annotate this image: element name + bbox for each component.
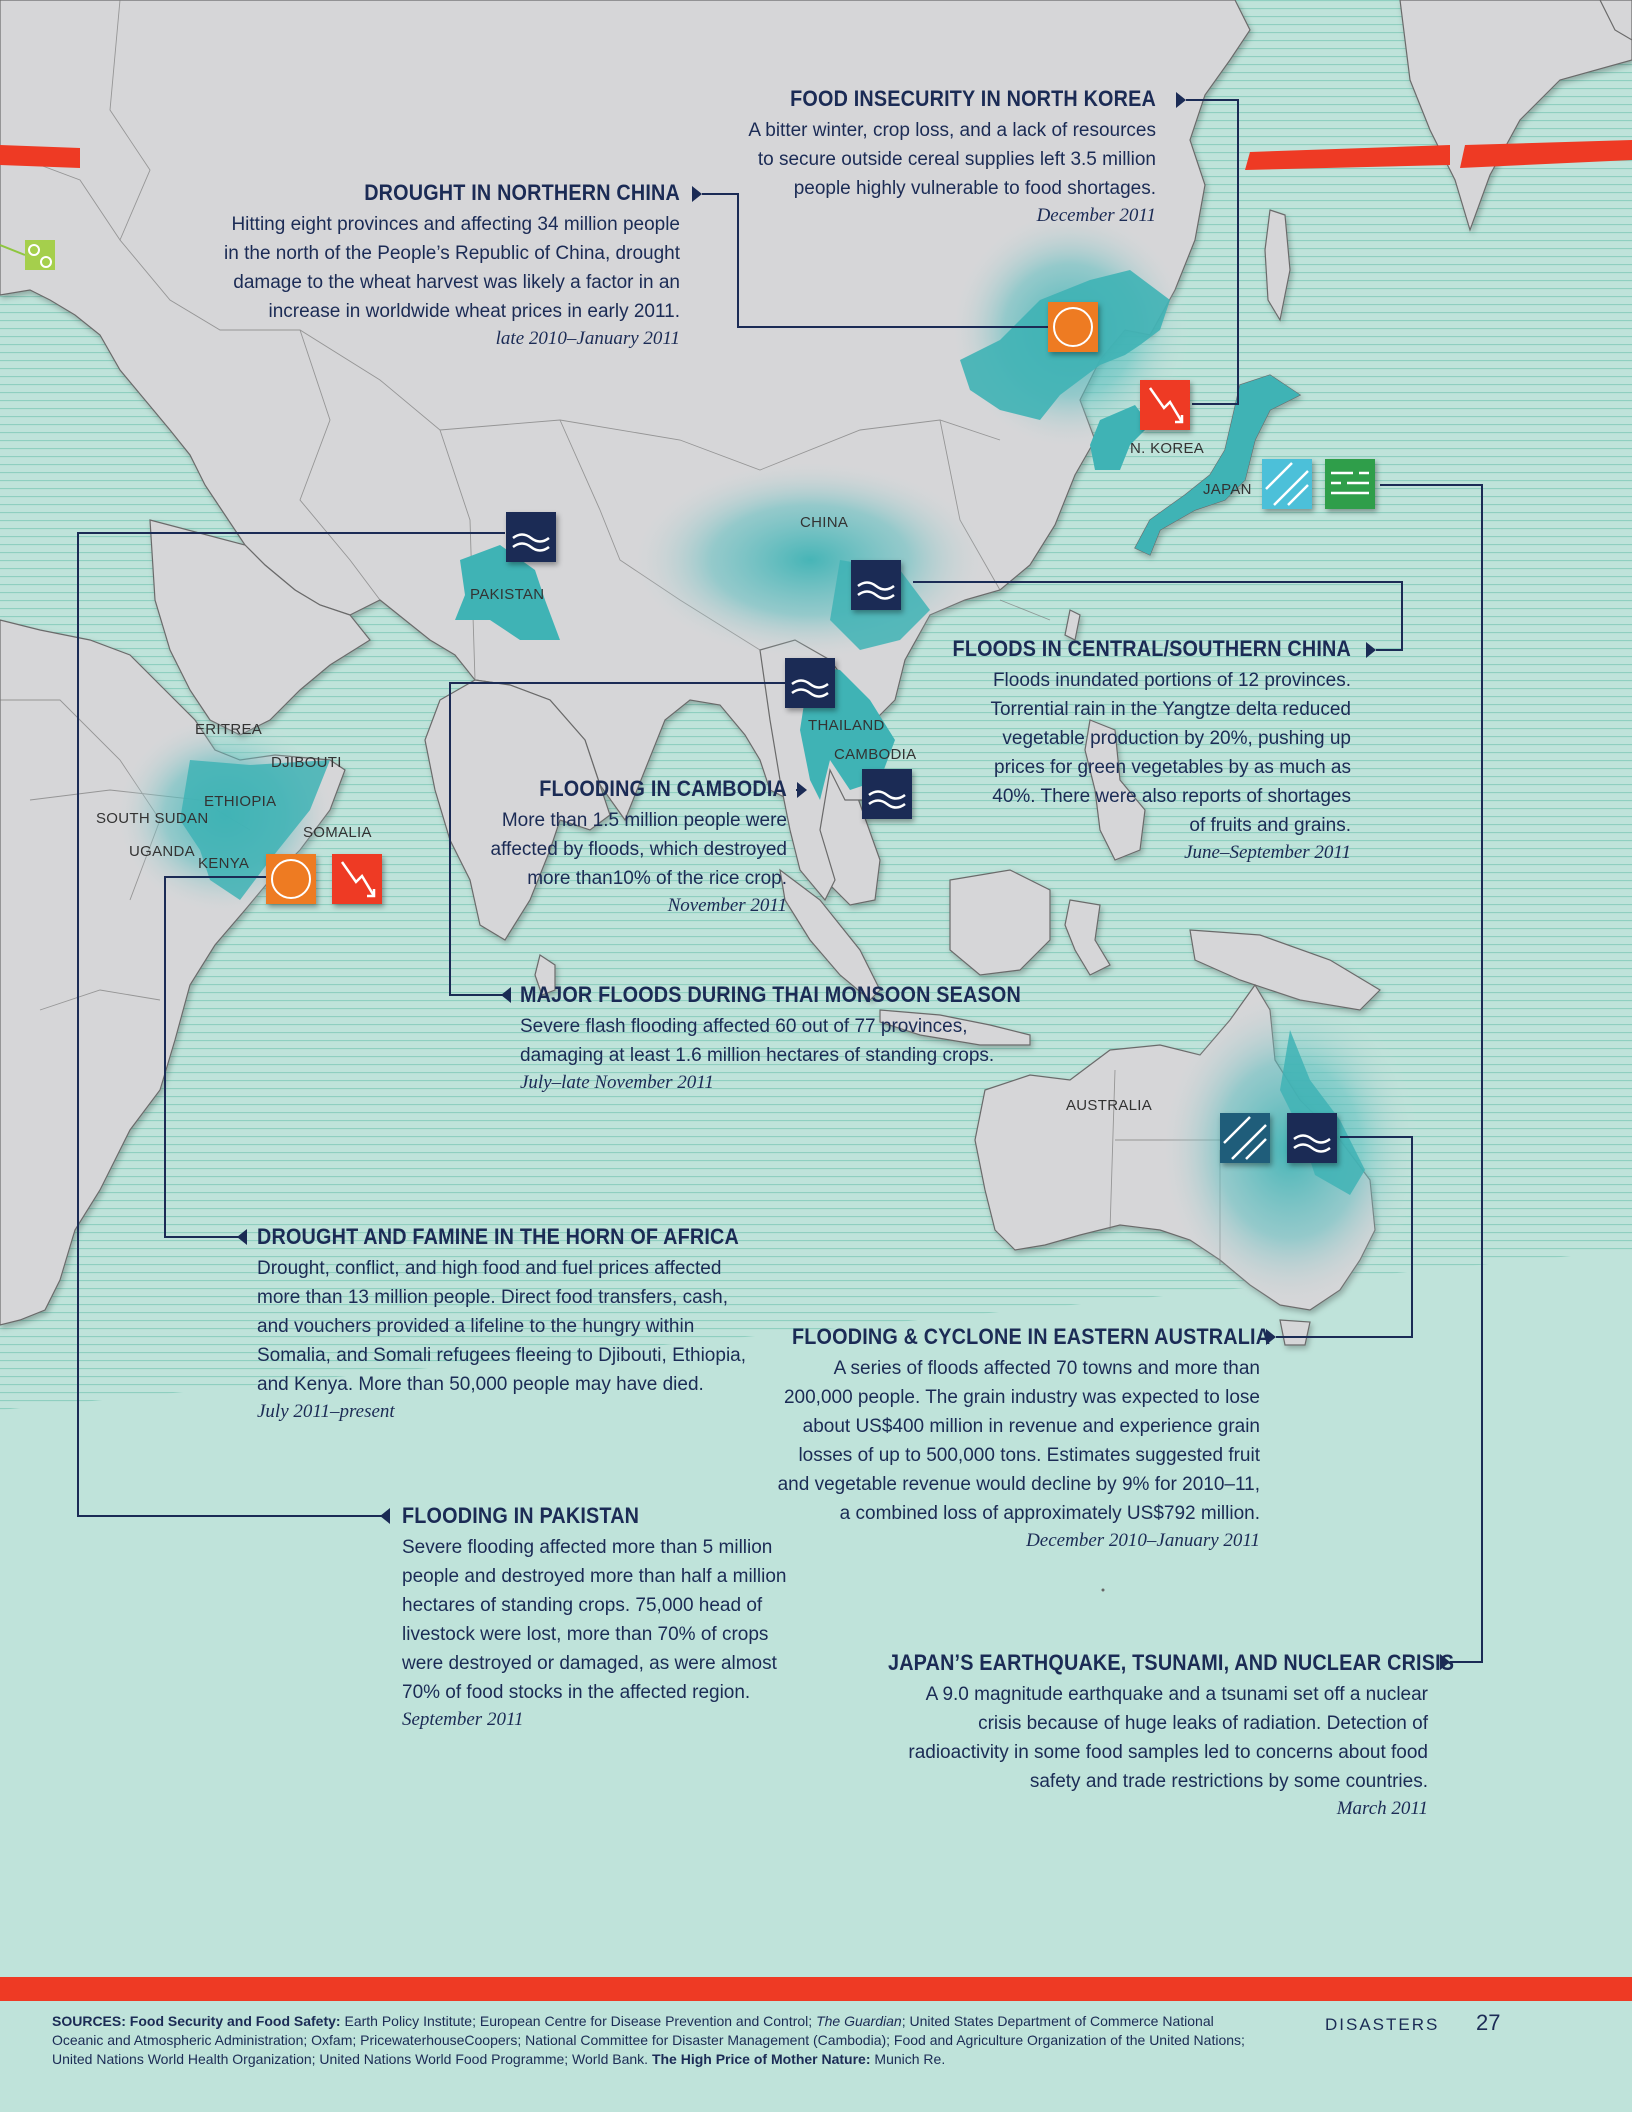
drought-icon-africa xyxy=(266,854,316,904)
kamchatka xyxy=(1399,0,1632,232)
pakistan-area xyxy=(455,545,560,640)
label-japan: JAPAN xyxy=(1203,481,1252,498)
callout-north-korea: FOOD INSECURITY IN NORTH KOREA A bitter … xyxy=(556,86,1156,227)
callout-cambodia: FLOODING IN CAMBODIA More than 1.5 milli… xyxy=(367,776,787,917)
callout-title: JAPAN’S EARTHQUAKE, TSUNAMI, AND NUCLEAR… xyxy=(888,1650,1455,1675)
drought-icon xyxy=(1048,302,1098,352)
horn-area xyxy=(180,760,330,900)
sources-text: SOURCES: Food Security and Food Safety: … xyxy=(52,2013,1245,2067)
tasmania xyxy=(1279,1319,1311,1346)
label-australia: AUSTRALIA xyxy=(1066,1097,1153,1114)
callout-australia: FLOODING & CYCLONE IN EASTERN AUSTRALIA … xyxy=(740,1324,1271,1552)
philippines xyxy=(1084,719,1146,861)
callout-northern-china: DROUGHT IN NORTHERN CHINA Hitting eight … xyxy=(120,180,680,350)
callout-title: DROUGHT AND FAMINE IN THE HORN OF AFRICA xyxy=(257,1224,740,1249)
callout-title: FOOD INSECURITY IN NORTH KOREA xyxy=(790,86,1156,111)
callout-date: December 2011 xyxy=(1036,205,1156,226)
flood-icon-cambodia xyxy=(862,769,912,819)
earthquake-icon xyxy=(1262,459,1312,509)
callout-date: March 2011 xyxy=(1336,1798,1428,1819)
callout-body: Severe flash flooding affected 60 out of… xyxy=(520,1016,995,1066)
callout-title: FLOODS IN CENTRAL/SOUTHERN CHINA xyxy=(952,636,1351,661)
callout-japan: JAPAN’S EARTHQUAKE, TSUNAMI, AND NUCLEAR… xyxy=(828,1650,1455,1820)
page-number: 27 xyxy=(1476,2010,1501,2035)
label-djibouti: DJIBOUTI xyxy=(271,754,342,771)
callout-date: September 2011 xyxy=(402,1709,524,1730)
red-bands xyxy=(0,140,1632,170)
india xyxy=(424,679,611,941)
label-eritrea: ERITREA xyxy=(195,721,263,738)
japan-area xyxy=(1135,375,1300,555)
label-thailand: THAILAND xyxy=(808,717,885,734)
callout-title: FLOODING & CYCLONE IN EASTERN AUSTRALIA xyxy=(792,1324,1271,1349)
callout-body: Drought, conflict, and high food and fue… xyxy=(257,1258,747,1395)
callout-body: A series of floods affected 70 towns and… xyxy=(777,1358,1260,1524)
taiwan xyxy=(1064,609,1081,641)
callout-title: FLOODING IN CAMBODIA xyxy=(539,776,787,801)
label-south-sudan: SOUTH SUDAN xyxy=(96,810,209,827)
callout-body: A 9.0 magnitude earthquake and a tsunami… xyxy=(908,1684,1428,1792)
label-uganda: UGANDA xyxy=(129,843,195,860)
callout-date: late 2010–January 2011 xyxy=(495,328,680,349)
callout-body: Floods inundated portions of 12 province… xyxy=(990,670,1351,836)
label-cambodia: CAMBODIA xyxy=(834,746,917,763)
callout-date: December 2010–January 2011 xyxy=(1026,1530,1260,1551)
label-kenya: KENYA xyxy=(198,855,250,872)
disease-marker xyxy=(0,240,55,270)
food-insecurity-icon-africa xyxy=(332,854,382,904)
arabia xyxy=(149,519,371,736)
callout-central-china: FLOODS IN CENTRAL/SOUTHERN CHINA Floods … xyxy=(831,636,1351,864)
new-guinea xyxy=(1189,929,1381,1011)
label-ethiopia: ETHIOPIA xyxy=(204,793,277,810)
callout-horn-africa: DROUGHT AND FAMINE IN THE HORN OF AFRICA… xyxy=(257,1224,797,1423)
callout-thai: MAJOR FLOODS DURING THAI MONSOON SEASON … xyxy=(520,982,1040,1094)
section-name: DISASTERS xyxy=(1325,2015,1440,2034)
leader-arrows xyxy=(237,92,1450,1670)
label-china: CHINA xyxy=(800,514,849,531)
sakhalin xyxy=(1264,209,1291,322)
callout-body: More than 1.5 million people were affect… xyxy=(490,810,787,889)
cyclone-icon xyxy=(1220,1113,1270,1163)
n-korea-area xyxy=(1090,405,1150,470)
sulawesi xyxy=(1064,899,1111,976)
label-somalia: SOMALIA xyxy=(303,824,372,841)
leader-lines xyxy=(77,99,1483,1663)
flood-icon-china xyxy=(851,560,901,610)
label-n-korea: N. KOREA xyxy=(1130,440,1205,457)
callout-title: FLOODING IN PAKISTAN xyxy=(402,1503,640,1528)
flood-icon-australia xyxy=(1287,1113,1337,1163)
food-insecurity-icon xyxy=(1140,380,1190,430)
callout-body: Severe flooding affected more than 5 mil… xyxy=(402,1537,787,1703)
callout-body: Hitting eight provinces and affecting 34… xyxy=(224,214,680,322)
footer-bar xyxy=(0,1977,1632,2001)
callout-date: November 2011 xyxy=(667,895,787,916)
alaska xyxy=(1599,0,1632,41)
sumatra xyxy=(779,868,881,1001)
sri-lanka xyxy=(534,954,556,996)
callout-date: July 2011–present xyxy=(257,1401,395,1422)
callout-title: MAJOR FLOODS DURING THAI MONSOON SEASON xyxy=(520,982,1021,1007)
flood-icon-pakistan xyxy=(506,512,556,562)
flood-icon-thailand xyxy=(785,658,835,708)
label-pakistan: PAKISTAN xyxy=(470,586,545,603)
nuclear-icon xyxy=(1325,459,1375,509)
callout-body: A bitter winter, crop loss, and a lack o… xyxy=(748,120,1156,199)
callout-date: June–September 2011 xyxy=(1184,842,1351,863)
borneo xyxy=(949,869,1051,976)
java xyxy=(879,1009,1031,1046)
aus-east-area xyxy=(1280,1030,1365,1195)
callout-date: July–late November 2011 xyxy=(520,1072,714,1093)
callout-title: DROUGHT IN NORTHERN CHINA xyxy=(364,180,680,205)
callout-pakistan: FLOODING IN PAKISTAN Severe flooding aff… xyxy=(402,1503,822,1731)
